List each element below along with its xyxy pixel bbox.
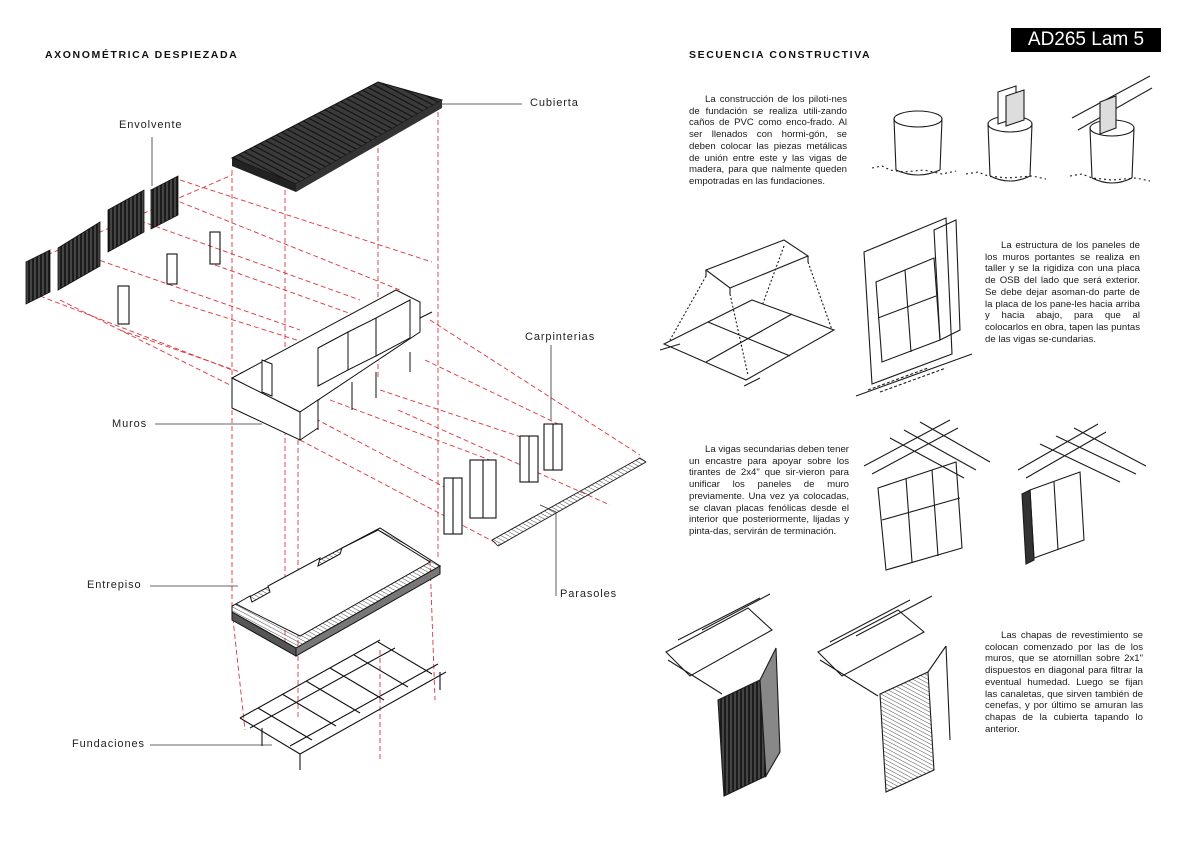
sheet-badge: AD265 Lam 5: [1011, 28, 1161, 52]
foundation-grid: [239, 639, 447, 770]
label-entrepiso: Entrepiso: [87, 579, 142, 591]
leader-lines: [150, 103, 557, 746]
step-3-text: La vigas secundarias deben tener un enca…: [689, 444, 850, 537]
sequence-heading: SECUENCIA CONSTRUCTIVA: [689, 49, 872, 61]
label-fundaciones: Fundaciones: [72, 738, 145, 750]
roof-piece: [230, 81, 444, 192]
label-carpinterias: Carpinterias: [525, 331, 596, 343]
carpentry-frames: [443, 423, 563, 535]
sunshade-piece: [491, 457, 647, 547]
step-4-text: Las chapas de revestimiento se colocan c…: [985, 630, 1143, 735]
walls-piece: [230, 289, 433, 441]
axonometric-heading: AXONOMÉTRICA DESPIEZADA: [45, 49, 239, 61]
label-parasoles: Parasoles: [560, 588, 618, 600]
envelope-window-frames: [117, 231, 221, 325]
label-muros: Muros: [112, 418, 148, 430]
envelope-panels: [25, 175, 179, 305]
step-1-text: La construcción de los piloti-nes de fun…: [689, 94, 847, 187]
floor-slab-piece: [231, 527, 441, 657]
label-cubierta: Cubierta: [530, 97, 579, 109]
label-envolvente: Envolvente: [119, 119, 183, 131]
step-2-text: La estructura de los paneles de los muro…: [985, 240, 1140, 345]
